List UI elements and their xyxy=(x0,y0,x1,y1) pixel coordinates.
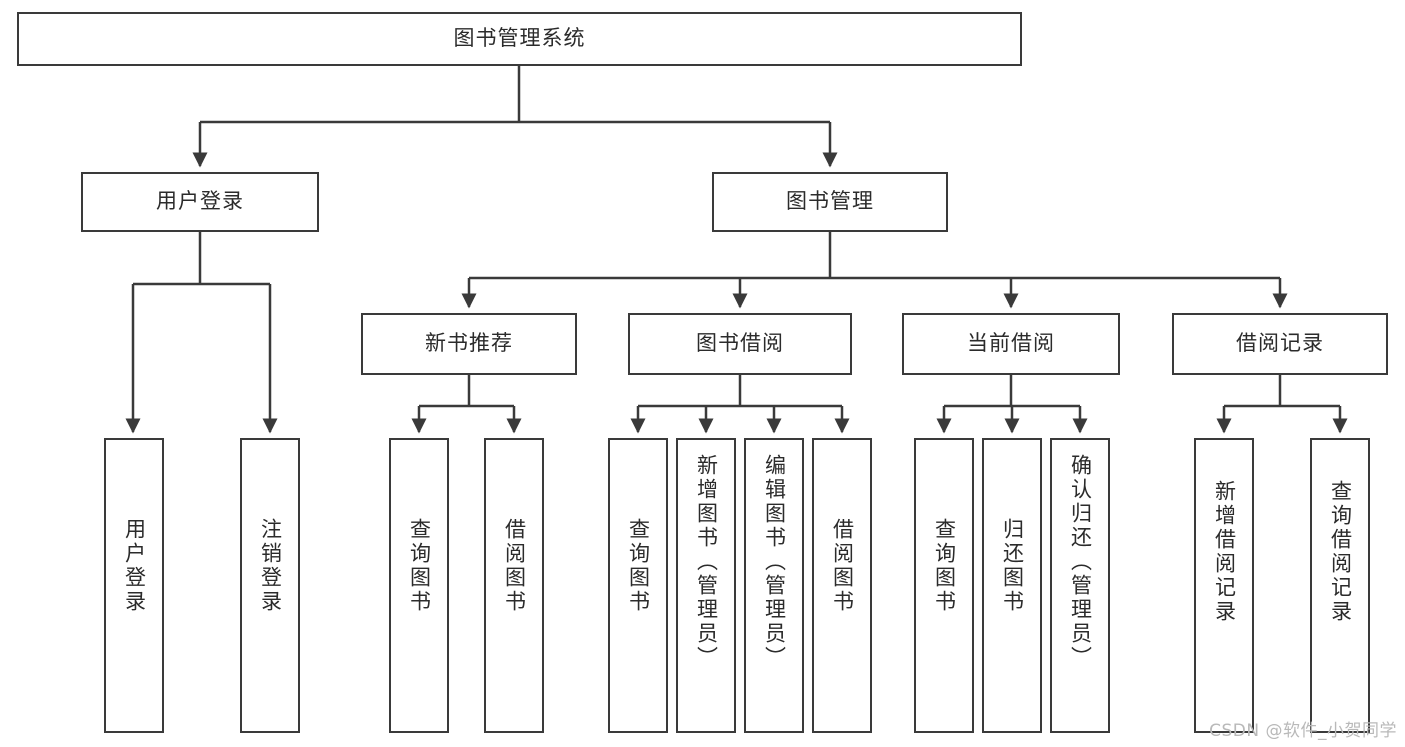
node-label: 查询借阅记录 xyxy=(1328,480,1353,624)
node-book-management[interactable]: 图书管理 xyxy=(712,172,948,232)
node-leaf-borrow-book-1[interactable]: 借阅图书 xyxy=(484,438,544,733)
node-borrow-record[interactable]: 借阅记录 xyxy=(1172,313,1388,375)
node-label: 查询图书 xyxy=(626,518,651,614)
node-label: 查询图书 xyxy=(932,518,957,614)
node-leaf-add-book-admin[interactable]: 新增图书（管理员） xyxy=(676,438,736,733)
node-leaf-query-book-2[interactable]: 查询图书 xyxy=(608,438,668,733)
node-leaf-query-book-3[interactable]: 查询图书 xyxy=(914,438,974,733)
node-leaf-logout-login[interactable]: 注销登录 xyxy=(240,438,300,733)
node-label: 确认归还（管理员） xyxy=(1068,454,1093,670)
node-root-book-management-system[interactable]: 图书管理系统 xyxy=(17,12,1022,66)
node-label: 图书管理 xyxy=(786,189,874,214)
node-leaf-add-borrow-record[interactable]: 新增借阅记录 xyxy=(1194,438,1254,733)
csdn-watermark: CSDN @软件_小贺同学 xyxy=(1209,721,1397,741)
node-label: 图书借阅 xyxy=(696,331,784,356)
node-label: 注销登录 xyxy=(258,518,283,614)
node-label: 编辑图书（管理员） xyxy=(762,454,787,670)
node-label: 查询图书 xyxy=(407,518,432,614)
node-label: 当前借阅 xyxy=(967,331,1055,356)
node-leaf-user-login[interactable]: 用户登录 xyxy=(104,438,164,733)
node-current-borrow[interactable]: 当前借阅 xyxy=(902,313,1120,375)
node-leaf-return-book[interactable]: 归还图书 xyxy=(982,438,1042,733)
node-label: 用户登录 xyxy=(156,189,244,214)
node-label: 新增借阅记录 xyxy=(1212,480,1237,624)
node-label: 用户登录 xyxy=(122,518,147,614)
node-label: 借阅记录 xyxy=(1236,331,1324,356)
node-book-borrow[interactable]: 图书借阅 xyxy=(628,313,852,375)
node-leaf-query-borrow-record[interactable]: 查询借阅记录 xyxy=(1310,438,1370,733)
node-label: 新增图书（管理员） xyxy=(694,454,719,670)
node-new-book-recommend[interactable]: 新书推荐 xyxy=(361,313,577,375)
node-label: 归还图书 xyxy=(1000,518,1025,614)
node-leaf-query-book-1[interactable]: 查询图书 xyxy=(389,438,449,733)
node-label: 新书推荐 xyxy=(425,331,513,356)
node-leaf-confirm-return-admin[interactable]: 确认归还（管理员） xyxy=(1050,438,1110,733)
node-user-login[interactable]: 用户登录 xyxy=(81,172,319,232)
node-label: 借阅图书 xyxy=(830,518,855,614)
node-label: 借阅图书 xyxy=(502,518,527,614)
node-label: 图书管理系统 xyxy=(453,26,586,51)
node-leaf-edit-book-admin[interactable]: 编辑图书（管理员） xyxy=(744,438,804,733)
node-leaf-borrow-book-2[interactable]: 借阅图书 xyxy=(812,438,872,733)
